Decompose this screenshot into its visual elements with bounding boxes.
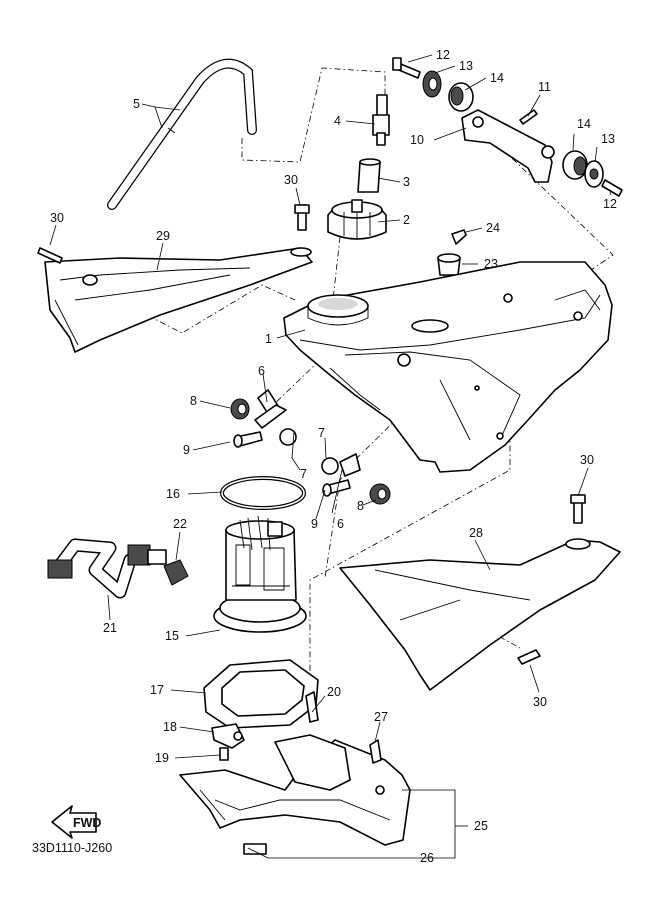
- callout-23: 23: [484, 257, 498, 271]
- callout-2: 2: [403, 213, 410, 227]
- callout-6-right: 6: [337, 517, 344, 531]
- callout-7-low: 7: [300, 467, 307, 481]
- o-ring: [220, 476, 306, 510]
- callout-11: 11: [538, 80, 551, 94]
- callout-25: 25: [474, 819, 488, 833]
- bolt-and-collar: [437, 229, 467, 276]
- pump-mount-left: [230, 389, 297, 448]
- callout-22: 22: [173, 517, 187, 531]
- callout-3: 3: [403, 175, 410, 189]
- callout-10: 10: [410, 133, 424, 147]
- callout-7-mid: 7: [318, 426, 325, 440]
- callout-16: 16: [166, 487, 180, 501]
- breather-hose: [107, 58, 257, 210]
- left-side-cover: [37, 204, 313, 353]
- callout-30-left: 30: [50, 211, 64, 225]
- callout-15: 15: [165, 629, 179, 643]
- hose-fitting: [372, 94, 390, 146]
- callout-28: 28: [469, 526, 483, 540]
- callout-9-right: 9: [311, 517, 318, 531]
- callout-13-right: 13: [601, 132, 615, 146]
- callout-8-right: 8: [357, 499, 364, 513]
- callout-29: 29: [156, 229, 170, 243]
- right-side-cover: [339, 494, 621, 691]
- callout-24: 24: [486, 221, 500, 235]
- callout-21: 21: [103, 621, 117, 635]
- fuel-tank-protector: [179, 734, 411, 855]
- callout-6-left: 6: [258, 364, 265, 378]
- callout-14-right: 14: [577, 117, 591, 131]
- callout-8-left: 8: [190, 394, 197, 408]
- callout-labels: 1 2 3 4 5 6 6 7 7 8 8 9 9 10 11 12 12 13…: [50, 48, 617, 865]
- callout-12-right: 12: [603, 197, 617, 211]
- callout-5: 5: [133, 97, 140, 111]
- callout-30-top: 30: [284, 173, 298, 187]
- callout-12-top: 12: [436, 48, 450, 62]
- leader-lines: [49, 54, 612, 859]
- callout-19: 19: [155, 751, 169, 765]
- callout-30-right-upper: 30: [580, 453, 594, 467]
- callout-20: 20: [327, 685, 341, 699]
- fwd-arrow: FWD: [51, 805, 101, 839]
- callout-14-top: 14: [490, 71, 504, 85]
- fuel-tank: [283, 261, 613, 473]
- callout-30-right-lower: 30: [533, 695, 547, 709]
- diagram-code: 33D1110-J260: [32, 841, 112, 855]
- fuel-hose: [47, 538, 189, 599]
- pump-mount-right: [321, 453, 391, 505]
- callout-17: 17: [150, 683, 164, 697]
- callout-27: 27: [374, 710, 388, 724]
- callout-1: 1: [265, 332, 272, 346]
- callout-26: 26: [420, 851, 434, 865]
- pump-gasket: [203, 659, 319, 729]
- retainer-plate: [211, 691, 319, 761]
- callout-9-left: 9: [183, 443, 190, 457]
- callout-4: 4: [334, 114, 341, 128]
- tank-bracket-assembly: [392, 57, 623, 197]
- callout-18: 18: [163, 720, 177, 734]
- tube: [357, 158, 381, 193]
- fuel-tank-cap: [327, 199, 387, 240]
- callout-13-top: 13: [459, 59, 473, 73]
- fwd-arrow-label: FWD: [73, 816, 101, 830]
- fuel-pump: [213, 515, 307, 633]
